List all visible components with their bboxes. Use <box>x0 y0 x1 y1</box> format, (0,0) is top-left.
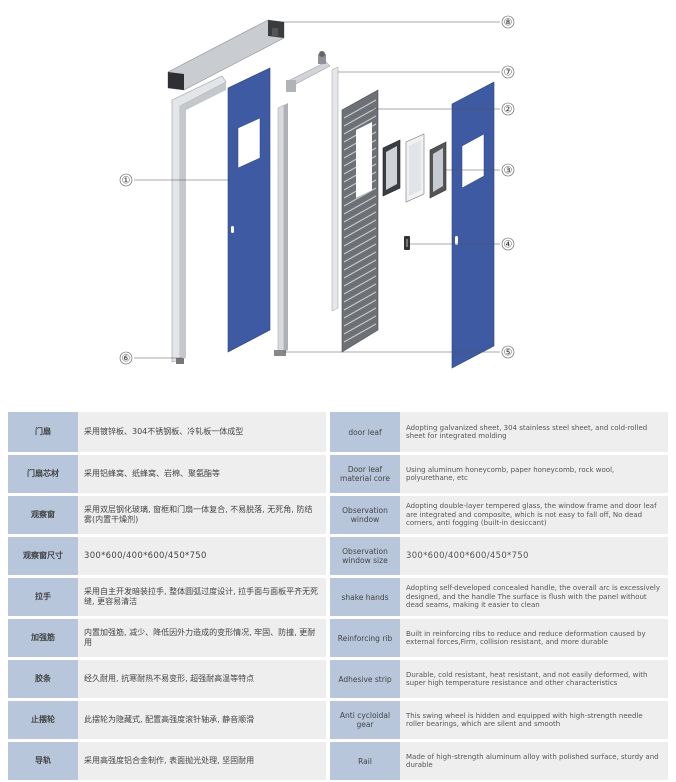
spec-label: 拉手 <box>8 578 78 616</box>
spec-desc: Built in reinforcing ribs to reduce and … <box>400 619 668 657</box>
spec-desc: 采用双层钢化玻璃, 窗框和门扇一体复合, 不易脱落, 无死角, 防结雾(内置干燥… <box>78 496 326 534</box>
callout-marker-5: ⑤ <box>501 345 515 359</box>
svg-text:⑥: ⑥ <box>122 354 131 365</box>
table-row: Adhesive strip Durable, cold resistant, … <box>330 660 668 698</box>
spec-desc: Adopting galvanized sheet, 304 stainless… <box>400 412 668 452</box>
table-row: 观察窗尺寸 300*600/400*600/450*750 <box>8 537 326 575</box>
spec-label: Observation window size <box>330 537 400 575</box>
svg-text:②: ② <box>504 105 513 116</box>
spec-table-english: door leaf Adopting galvanized sheet, 304… <box>330 409 668 782</box>
spec-desc: 采用铝蜂窝、纸蜂窝、岩棉、聚氨酯等 <box>78 455 326 493</box>
spec-table-chinese: 门扇 采用镀锌板、304不锈钢板、冷轧板一体成型 门扇芯材 采用铝蜂窝、纸蜂窝、… <box>8 409 326 782</box>
spec-desc: Made of high-strength aluminum alloy wit… <box>400 742 668 780</box>
callout-marker-7: ⑦ <box>501 65 515 79</box>
svg-text:④: ④ <box>504 240 513 251</box>
spec-desc: 采用镀锌板、304不锈钢板、冷轧板一体成型 <box>78 412 326 452</box>
spec-label: 观察窗 <box>8 496 78 534</box>
observation-window <box>382 133 447 203</box>
table-row: 加强筋 内置加强筋, 减少、降低因外力造成的变形情况, 牢固、防撞, 更耐用 <box>8 619 326 657</box>
table-row: 门扇 采用镀锌板、304不锈钢板、冷轧板一体成型 <box>8 412 326 452</box>
callout-marker-8: ⑧ <box>501 15 515 29</box>
spec-label: Anti cycloidal gear <box>330 701 400 739</box>
spec-label: 门扇 <box>8 412 78 452</box>
exploded-door-diagram: ① ⑥ ⑧ ⑦ ② ③ ④ ⑤ <box>119 15 515 369</box>
door-leaf-left <box>227 67 271 353</box>
spec-desc: 300*600/400*600/450*750 <box>78 537 326 575</box>
table-row: Rail Made of high-strength aluminum allo… <box>330 742 668 780</box>
spec-desc: Using aluminum honeycomb, paper honeycom… <box>400 455 668 493</box>
side-frame-strip <box>331 66 339 312</box>
spec-label: Door leaf material core <box>330 455 400 493</box>
callout-marker-4: ④ <box>501 237 515 251</box>
svg-text:⑦: ⑦ <box>504 68 513 79</box>
door-leaf-right <box>451 81 495 369</box>
spec-desc: 300*600/400*600/450*750 <box>400 537 668 575</box>
spec-label: 胶条 <box>8 660 78 698</box>
core-grid <box>341 89 379 353</box>
table-row: shake hands Adopting self-developed conc… <box>330 578 668 616</box>
top-rail <box>167 19 285 91</box>
spec-label: shake hands <box>330 578 400 616</box>
callout-marker-2: ② <box>501 102 515 116</box>
spec-label: Rail <box>330 742 400 780</box>
table-row: Door leaf material core Using aluminum h… <box>330 455 668 493</box>
spec-label: Reinforcing rib <box>330 619 400 657</box>
callout-marker-3: ③ <box>501 163 515 177</box>
spec-label: 止摆轮 <box>8 701 78 739</box>
spec-desc: Adopting self-developed concealed handle… <box>400 578 668 616</box>
table-row: 拉手 采用自主开发暗装拉手, 整体圆弧过度设计, 拉手面与面板平齐无死缝, 更容… <box>8 578 326 616</box>
callout-marker-6: ⑥ <box>119 351 133 365</box>
roller-hanger <box>285 51 331 92</box>
spec-label: 观察窗尺寸 <box>8 537 78 575</box>
table-row: Anti cycloidal gear This swing wheel is … <box>330 701 668 739</box>
table-row: 胶条 经久耐用, 抗寒耐热不易变形, 超强耐高温等特点 <box>8 660 326 698</box>
spec-label: door leaf <box>330 412 400 452</box>
door-frame <box>171 75 227 364</box>
spec-desc: This swing wheel is hidden and equipped … <box>400 701 668 739</box>
spec-label: 加强筋 <box>8 619 78 657</box>
spec-desc: 内置加强筋, 减少、降低因外力造成的变形情况, 牢固、防撞, 更耐用 <box>78 619 326 657</box>
spec-desc: Adopting double-layer tempered glass, th… <box>400 496 668 534</box>
adhesive-strip <box>274 103 288 356</box>
table-row: 止摆轮 此摆轮为隐藏式, 配置高强度滚针轴承, 静音顺滑 <box>8 701 326 739</box>
table-row: 观察窗 采用双层钢化玻璃, 窗框和门扇一体复合, 不易脱落, 无死角, 防结雾(… <box>8 496 326 534</box>
spec-label: 导轨 <box>8 742 78 780</box>
table-row: 导轨 采用高强度铝合金制作, 表面抛光处理, 坚固耐用 <box>8 742 326 780</box>
svg-text:⑤: ⑤ <box>504 348 513 359</box>
callout-lines <box>134 21 500 359</box>
spec-desc: 此摆轮为隐藏式, 配置高强度滚针轴承, 静音顺滑 <box>78 701 326 739</box>
spec-desc: 经久耐用, 抗寒耐热不易变形, 超强耐高温等特点 <box>78 660 326 698</box>
svg-text:⑧: ⑧ <box>504 18 513 29</box>
spec-label: Observation window <box>330 496 400 534</box>
spec-desc: 采用自主开发暗装拉手, 整体圆弧过度设计, 拉手面与面板平齐无死缝, 更容易清洁 <box>78 578 326 616</box>
svg-text:③: ③ <box>504 166 513 177</box>
spec-desc: Durable, cold resistant, heat resistant,… <box>400 660 668 698</box>
spec-label: 门扇芯材 <box>8 455 78 493</box>
spec-label: Adhesive strip <box>330 660 400 698</box>
table-row: 门扇芯材 采用铝蜂窝、纸蜂窝、岩棉、聚氨酯等 <box>8 455 326 493</box>
table-row: Observation window Adopting double-layer… <box>330 496 668 534</box>
table-row: door leaf Adopting galvanized sheet, 304… <box>330 412 668 452</box>
spec-desc: 采用高强度铝合金制作, 表面抛光处理, 坚固耐用 <box>78 742 326 780</box>
handle <box>404 236 410 250</box>
table-row: Reinforcing rib Built in reinforcing rib… <box>330 619 668 657</box>
svg-text:①: ① <box>122 176 131 187</box>
table-row: Observation window size 300*600/400*600/… <box>330 537 668 575</box>
callout-marker-1: ① <box>119 173 133 187</box>
